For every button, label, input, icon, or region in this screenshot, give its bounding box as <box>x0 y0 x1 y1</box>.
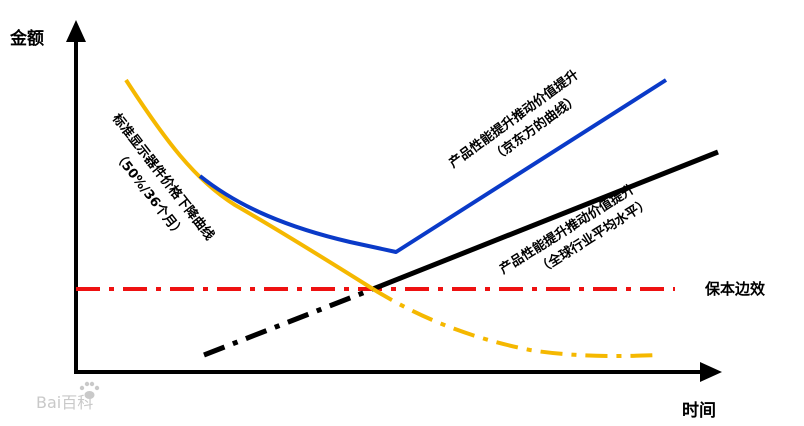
paw-icon <box>79 381 100 399</box>
breakeven-label: 保本边效 <box>704 280 766 298</box>
axes <box>66 20 722 382</box>
yellow-annotation: 标准显示器件价格下降曲线 （50%/36个月） <box>108 110 217 244</box>
black-line-dashed-segment <box>203 286 374 358</box>
yellow-curve-solid <box>124 78 375 291</box>
y-axis-arrow <box>66 20 86 42</box>
blue-annotation: 产品性能提升推动价值提升 （京东方的曲线） <box>446 67 582 172</box>
x-axis-label: 时间 <box>682 400 716 421</box>
watermark: Bai百科 <box>36 381 100 412</box>
watermark-text: Bai百科 <box>36 393 93 412</box>
x-axis-arrow <box>700 362 722 382</box>
black-line-solid-segment <box>372 149 719 292</box>
y-axis-label: 金额 <box>9 28 44 49</box>
black-annotation: 产品性能提升推动价值提升 （全球行业平均水平） <box>497 181 653 277</box>
yellow-curve-dashed <box>371 287 659 358</box>
blue-curve <box>198 78 668 254</box>
